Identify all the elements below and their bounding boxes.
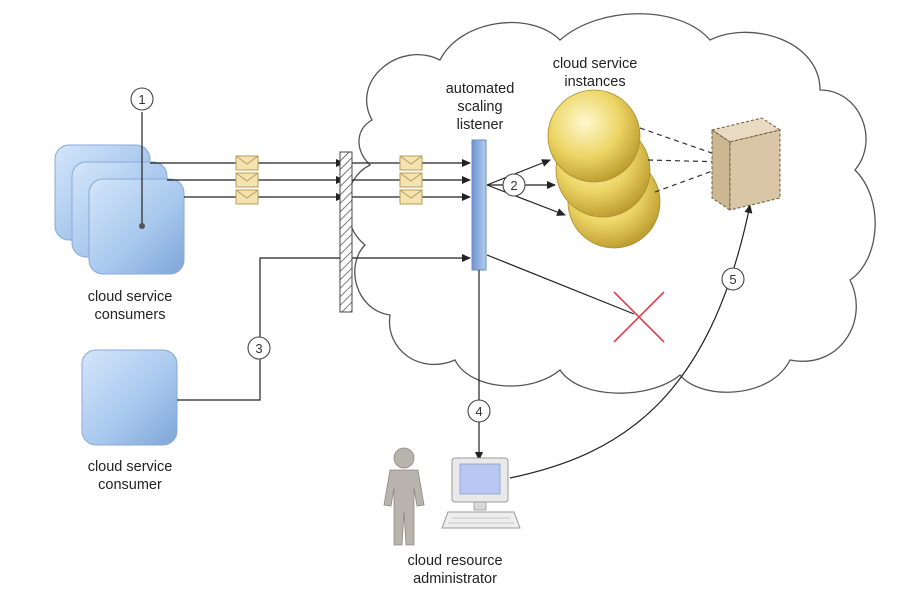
listener-label: automated scaling listener <box>420 80 540 134</box>
computer-icon <box>441 457 521 529</box>
step-markers <box>130 87 745 423</box>
cloud-service-consumers-icon <box>54 144 185 275</box>
consumers-label-line2: consumers <box>94 307 166 323</box>
admin-label-line1: cloud resource <box>407 553 503 569</box>
step-2-marker <box>502 173 526 197</box>
admin-label: cloud resource administrator <box>380 552 530 588</box>
cloud-service-instances-icon <box>547 89 661 249</box>
step-1-number: 1 <box>138 92 145 107</box>
message-envelopes <box>235 155 423 205</box>
consumer-label-line1: cloud service <box>87 459 173 475</box>
instances-label: cloud service instances <box>530 55 660 91</box>
instances-label-line2: instances <box>564 74 626 90</box>
barrier <box>339 151 353 313</box>
instances-label-line1: cloud service <box>552 56 638 72</box>
step-5-number: 5 <box>729 272 736 287</box>
step-5-marker <box>721 267 745 291</box>
step-4-marker <box>467 399 491 423</box>
consumer-label-line2: consumer <box>98 477 162 493</box>
automated-scaling-listener-bar <box>471 139 487 271</box>
step-3-marker <box>247 336 271 360</box>
rejected-request-icon <box>613 291 665 343</box>
step-2-number: 2 <box>510 178 517 193</box>
admin-label-line2: administrator <box>413 571 497 587</box>
step-4-number: 4 <box>475 404 482 419</box>
step-1-marker <box>130 87 154 111</box>
consumer-label: cloud service consumer <box>55 458 205 494</box>
virtual-server-icon <box>710 117 782 211</box>
step-3-number: 3 <box>255 341 262 356</box>
consumers-label-line1: cloud service <box>87 289 173 305</box>
consumers-label: cloud service consumers <box>55 288 205 324</box>
listener-label-line1: automated <box>445 81 515 97</box>
person-icon <box>383 447 425 546</box>
cloud-service-consumer-icon <box>81 349 178 446</box>
listener-label-line2: scaling <box>457 99 503 115</box>
listener-label-line3: listener <box>456 117 504 133</box>
